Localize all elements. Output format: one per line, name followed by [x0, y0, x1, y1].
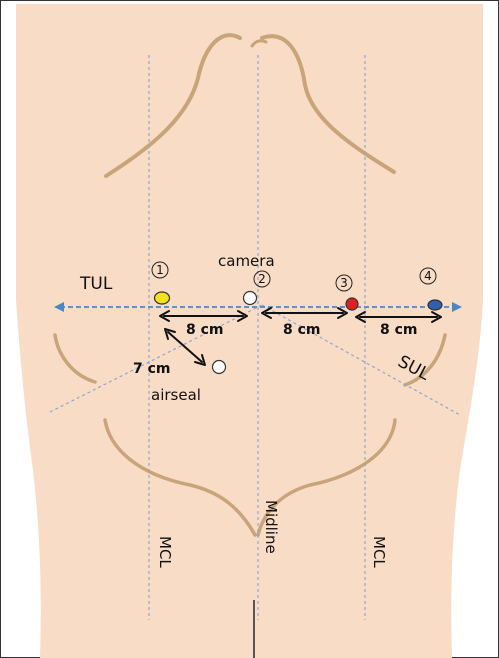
midline-label: Midline [262, 500, 280, 554]
mcl-right-label: MCL [370, 536, 388, 568]
mcl-left-label: MCL [156, 536, 174, 568]
port-3-marker [346, 298, 358, 310]
port-4-number: 4 [424, 269, 432, 283]
distance-label-1-airseal: 7 cm [133, 361, 171, 377]
airseal-port-marker [213, 361, 226, 374]
port-2-number: 2 [258, 272, 266, 286]
port-4-marker [428, 300, 442, 310]
distance-label-1-2: 8 cm [186, 322, 224, 338]
distance-label-2-3: 8 cm [283, 322, 321, 338]
port-3-number: 3 [340, 276, 348, 290]
distance-label-3-4: 8 cm [380, 322, 418, 338]
port-1-marker [155, 292, 170, 304]
port-1-number: 1 [156, 263, 164, 277]
airseal-label: airseal [151, 386, 201, 404]
camera-label: camera [218, 252, 275, 270]
tul-label: TUL [79, 274, 113, 294]
port-2-camera-marker [244, 292, 257, 305]
